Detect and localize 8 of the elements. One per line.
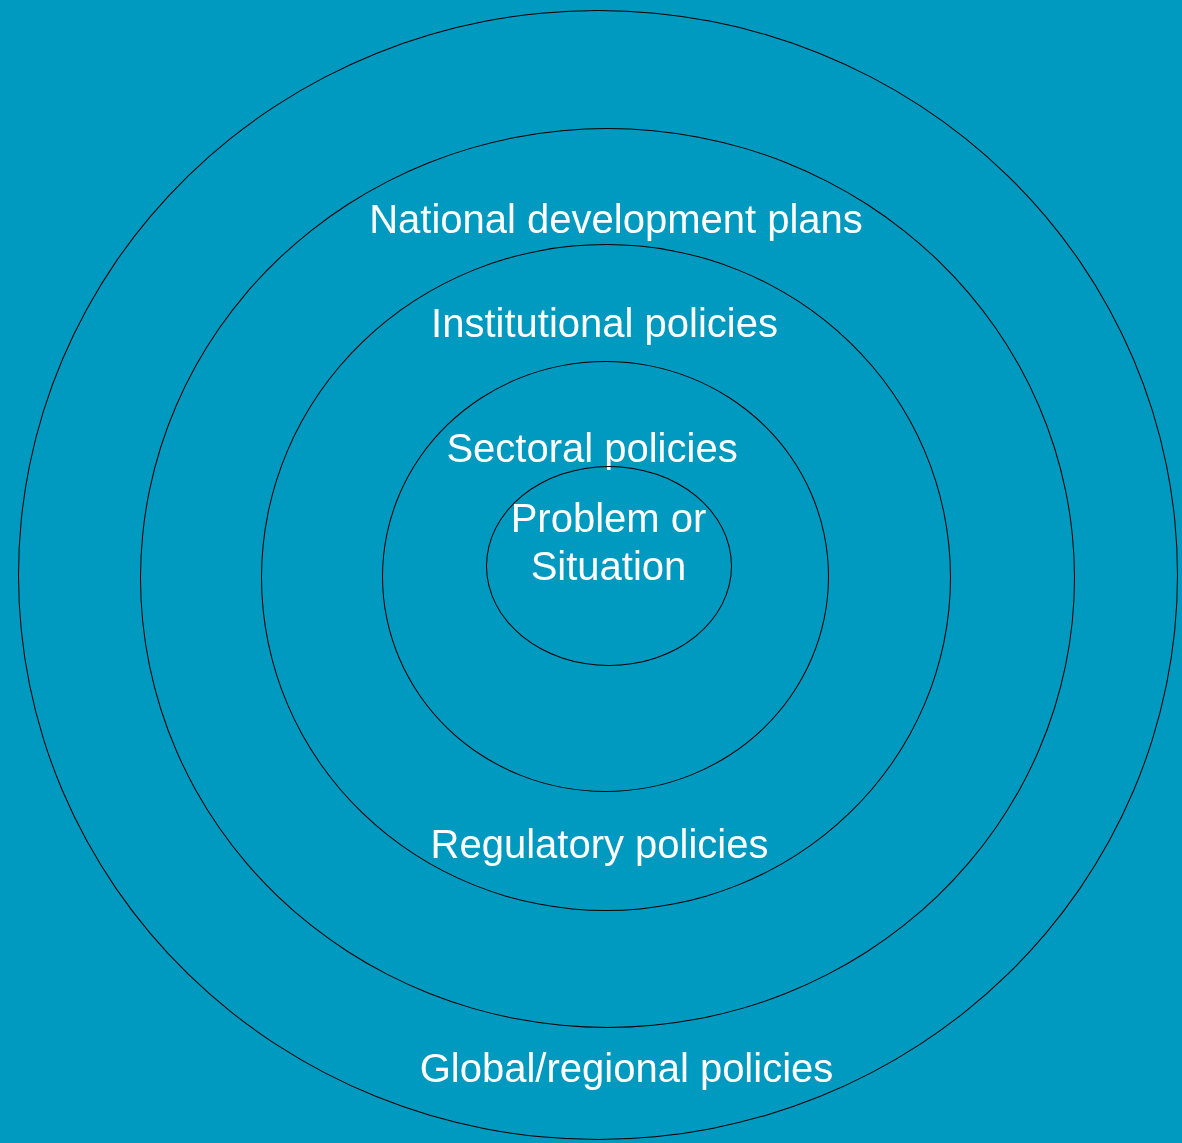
circle-label: National development plans <box>368 196 864 243</box>
circle <box>381 360 829 792</box>
circle <box>261 244 951 911</box>
circle-label: Problem or Situation <box>509 494 708 590</box>
circle-label: Regulatory policies <box>429 820 770 868</box>
circle-label: Sectoral policies <box>445 425 739 472</box>
circle-label: Institutional policies <box>430 299 779 347</box>
circle-label: Global/regional policies <box>418 1044 835 1092</box>
